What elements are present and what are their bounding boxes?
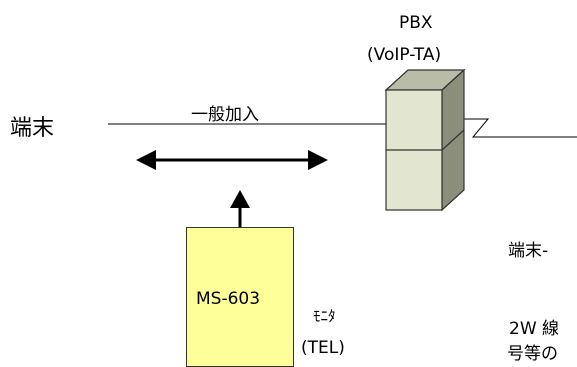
pbx-title: PBX bbox=[399, 13, 433, 33]
ms-label: MS-603 bbox=[196, 289, 261, 309]
pbx-divider-side bbox=[441, 129, 465, 151]
monitor-tel-label: (TEL) bbox=[301, 338, 345, 358]
note-line-1: 端末- bbox=[508, 241, 549, 261]
ms-603-box bbox=[186, 227, 294, 367]
line-label: 一般加入 bbox=[191, 105, 259, 125]
note-line-3: 号等の bbox=[507, 344, 558, 364]
monitor-label: ﾓﾆﾀ bbox=[313, 307, 336, 325]
bidirectional-arrow bbox=[136, 150, 328, 170]
note-line-2: 2W 線 bbox=[509, 319, 560, 339]
pbx-subtitle: (VoIP-TA) bbox=[367, 45, 442, 65]
monitor-arrow bbox=[230, 190, 250, 227]
pbx-box bbox=[384, 68, 466, 212]
terminal-label: 端末 bbox=[10, 116, 55, 141]
